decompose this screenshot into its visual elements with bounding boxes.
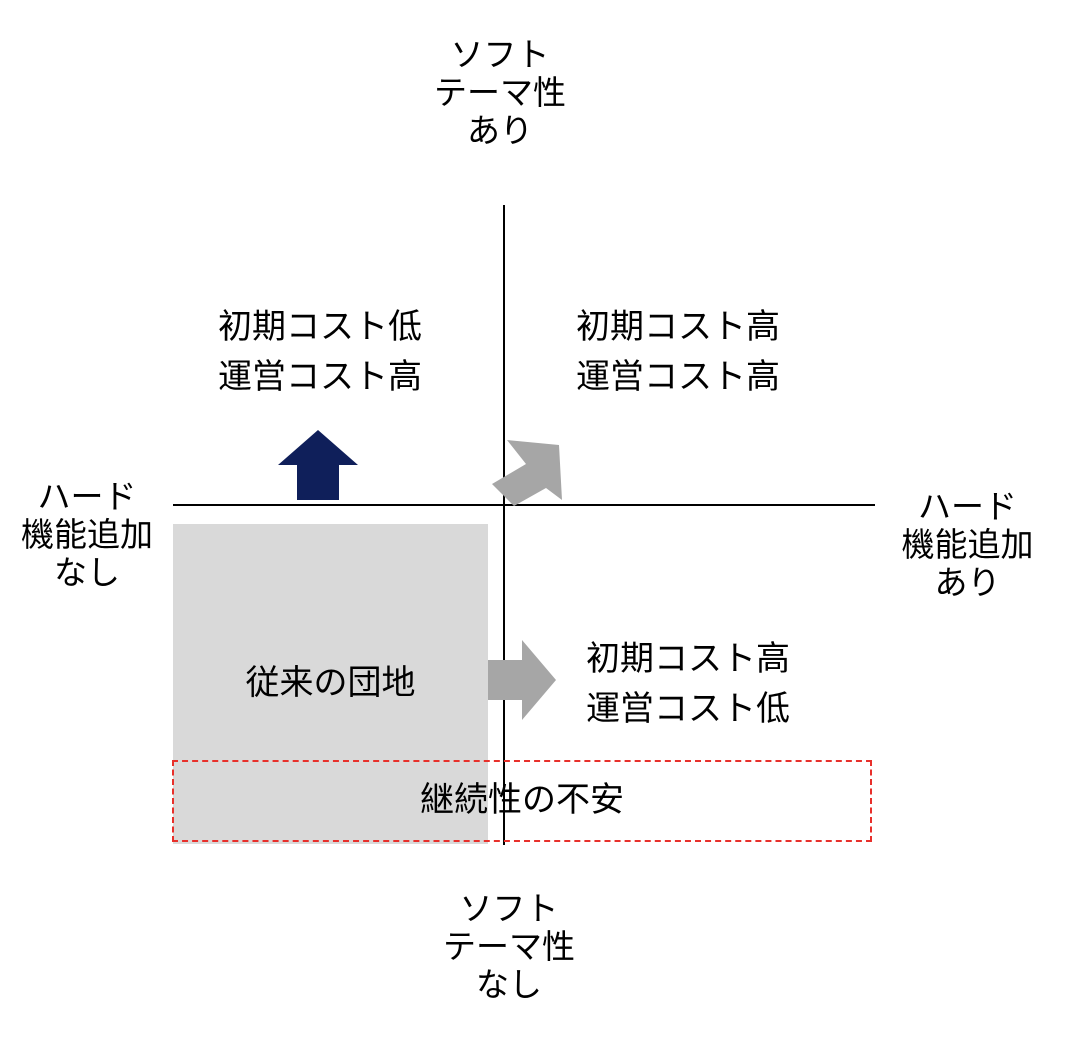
horizontal-axis — [173, 504, 875, 506]
arrow-up-icon — [278, 430, 358, 500]
arrow-up-shape — [278, 430, 358, 500]
axis-label-bottom-line1: ソフト — [459, 889, 559, 928]
arrow-diagonal-icon — [492, 440, 562, 506]
axis-label-bottom-line2: テーマ性 — [443, 927, 575, 966]
axis-label-right-line3: あり — [934, 563, 1001, 602]
axis-label-left-line1: ハード — [37, 477, 137, 516]
quadrant-top-right-line1: 初期コスト高 — [576, 307, 780, 347]
axis-label-bottom: ソフト テーマ性 なし — [389, 890, 629, 1004]
quadrant-bottom-right-line2: 運営コスト低 — [586, 689, 790, 729]
traditional-housing-label: 従来の団地 — [245, 663, 416, 703]
traditional-housing-box — [173, 524, 488, 844]
quadrant-top-right-line2: 運営コスト高 — [576, 357, 780, 397]
arrow-diagonal-shape — [492, 440, 562, 506]
continuity-anxiety-label: 継続性の不安 — [420, 780, 624, 820]
axis-label-right-line1: ハード — [918, 487, 1017, 526]
quadrant-bottom-right-label: 初期コスト高 運営コスト低 — [558, 634, 818, 734]
axis-label-top: ソフト テーマ性 あり — [380, 36, 620, 150]
axis-label-right: ハード 機能追加 あり — [880, 488, 1055, 602]
quadrant-top-left-label: 初期コスト低 運営コスト高 — [190, 302, 450, 402]
continuity-anxiety-box — [172, 760, 872, 842]
axis-label-left-line2: 機能追加 — [21, 515, 153, 554]
axis-label-top-line2: テーマ性 — [434, 73, 566, 112]
quadrant-bottom-right-line1: 初期コスト高 — [586, 639, 790, 679]
axis-label-right-line2: 機能追加 — [901, 525, 1034, 564]
axis-label-top-line3: あり — [467, 111, 533, 150]
quadrant-top-left-line1: 初期コスト低 — [218, 307, 422, 347]
axis-label-bottom-line3: なし — [476, 965, 542, 1004]
quadrant-top-left-line2: 運営コスト高 — [218, 357, 422, 397]
arrow-right-icon — [488, 640, 556, 720]
quadrant-top-right-label: 初期コスト高 運営コスト高 — [548, 302, 808, 402]
arrow-right-shape — [488, 640, 556, 720]
axis-label-top-line1: ソフト — [450, 35, 550, 74]
axis-label-left: ハード 機能追加 なし — [2, 478, 172, 592]
axis-label-left-line3: なし — [54, 553, 120, 592]
